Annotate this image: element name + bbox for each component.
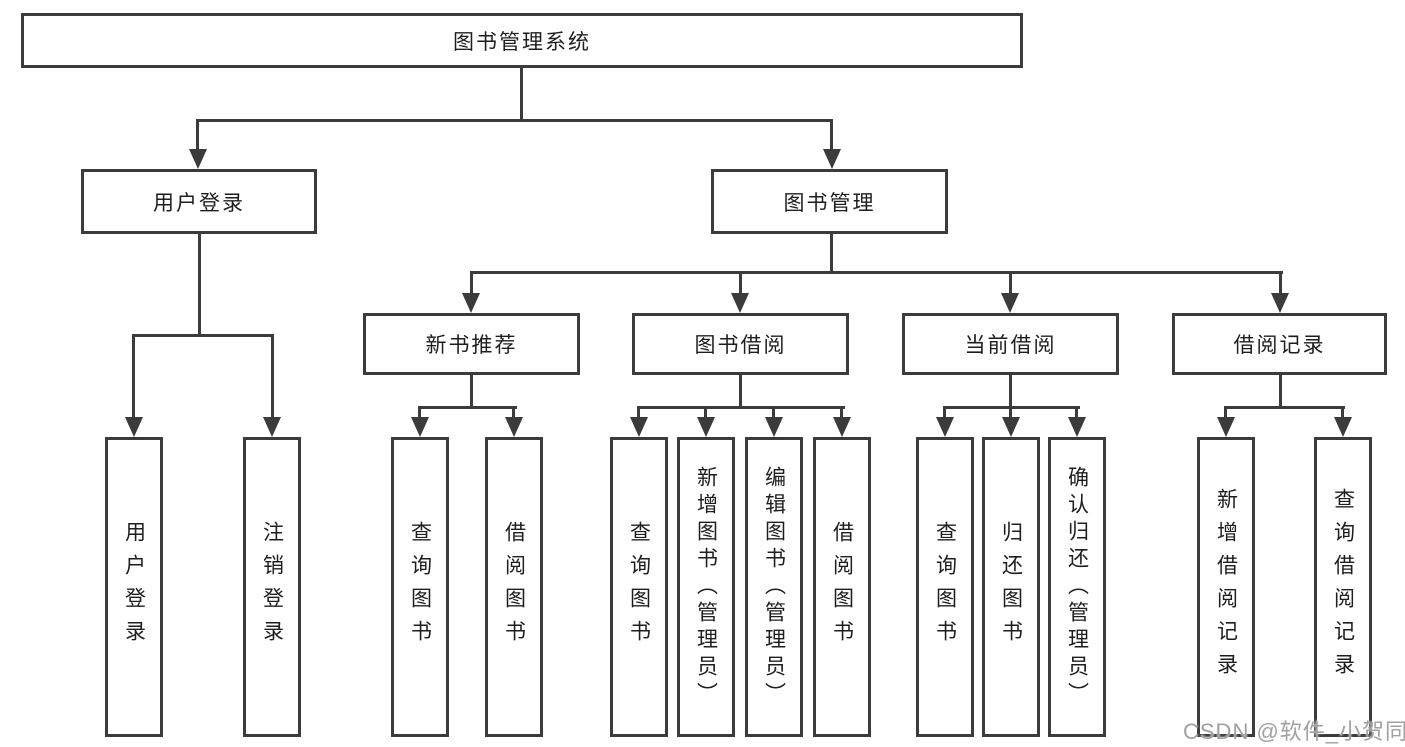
node-current-borrow: 当前借阅 xyxy=(902,313,1119,375)
leaf-records-search-record-label: 查询借阅记录 xyxy=(1331,488,1355,686)
leaf-borrow-add-book-admin-label: 新增图书（管理员） xyxy=(694,465,718,709)
arrow-to-records-search-record xyxy=(1334,417,1352,437)
connector-user-login-stem xyxy=(198,234,201,337)
connector-borrow-leaf2-shaft xyxy=(704,406,707,419)
leaf-recommend-borrow-book-label: 借阅图书 xyxy=(502,521,526,653)
connector-root-hbar xyxy=(196,119,833,122)
connector-current-leaf3-shaft xyxy=(1075,406,1078,419)
connector-book-management-shaft xyxy=(830,119,833,151)
node-root-label: 图书管理系统 xyxy=(453,30,591,54)
leaf-borrow-search-book: 查询图书 xyxy=(610,437,668,737)
node-borrow-records: 借阅记录 xyxy=(1172,313,1387,375)
leaf-user-login-label: 用户登录 xyxy=(122,521,146,653)
arrow-to-new-book-recommend xyxy=(462,293,480,313)
connector-leaf-logout-shaft xyxy=(271,334,274,419)
leaf-current-confirm-return-admin: 确认归还（管理员） xyxy=(1048,437,1106,737)
arrow-to-leaf-logout xyxy=(263,417,281,437)
connector-borrow-leaf1-shaft xyxy=(637,406,640,419)
arrow-to-book-borrow xyxy=(731,293,749,313)
connector-book-borrow-shaft xyxy=(739,271,742,295)
connector-recommend-stem xyxy=(470,375,473,409)
node-book-borrow: 图书借阅 xyxy=(632,313,849,375)
connector-records-leaf1-shaft xyxy=(1224,406,1227,419)
connector-current-leaf1-shaft xyxy=(943,406,946,419)
leaf-current-confirm-return-admin-label: 确认归还（管理员） xyxy=(1065,465,1089,709)
arrow-to-current-return-book xyxy=(1002,417,1020,437)
arrow-to-recommend-search-book xyxy=(411,417,429,437)
arrow-to-borrow-add-book xyxy=(697,417,715,437)
connector-leaf-user-login-shaft xyxy=(132,334,135,419)
leaf-current-search-book-label: 查询图书 xyxy=(933,521,957,653)
arrow-to-book-management xyxy=(823,149,841,169)
leaf-logout-label: 注销登录 xyxy=(260,521,284,653)
connector-user-login-shaft xyxy=(196,119,199,151)
arrow-to-current-confirm-return xyxy=(1068,417,1086,437)
node-new-book-recommend: 新书推荐 xyxy=(363,313,580,375)
connector-records-leaf2-shaft xyxy=(1341,406,1344,419)
leaf-user-login: 用户登录 xyxy=(105,437,163,737)
node-book-management: 图书管理 xyxy=(711,169,948,234)
arrow-to-current-search-book xyxy=(936,417,954,437)
connector-borrow-leaf4-shaft xyxy=(840,406,843,419)
leaf-recommend-borrow-book: 借阅图书 xyxy=(485,437,543,737)
connector-recommend-leaf2-shaft xyxy=(512,406,515,419)
arrow-to-user-login xyxy=(189,149,207,169)
leaf-records-search-record: 查询借阅记录 xyxy=(1314,437,1372,737)
arrow-to-borrow-edit-book xyxy=(765,417,783,437)
arrow-to-records-add-record xyxy=(1217,417,1235,437)
leaf-borrow-borrow-book: 借阅图书 xyxy=(813,437,871,737)
leaf-borrow-borrow-book-label: 借阅图书 xyxy=(830,521,854,653)
connector-recommend-hbar xyxy=(418,406,517,409)
leaf-borrow-add-book-admin: 新增图书（管理员） xyxy=(677,437,735,737)
leaf-records-add-record-label: 新增借阅记录 xyxy=(1214,488,1238,686)
arrow-to-borrow-records xyxy=(1271,293,1289,313)
node-borrow-records-label: 借阅记录 xyxy=(1233,334,1326,357)
connector-current-leaf2-shaft xyxy=(1009,406,1012,419)
leaf-current-return-book-label: 归还图书 xyxy=(999,521,1023,653)
node-book-borrow-label: 图书借阅 xyxy=(694,334,787,357)
connector-borrow-records-hbar xyxy=(1224,406,1345,409)
connector-root-stem xyxy=(520,68,523,122)
node-root: 图书管理系统 xyxy=(21,13,1023,68)
leaf-logout: 注销登录 xyxy=(243,437,301,737)
connector-user-login-hbar xyxy=(132,334,274,337)
leaf-records-add-record: 新增借阅记录 xyxy=(1197,437,1255,737)
connector-book-management-hbar xyxy=(470,271,1283,274)
leaf-recommend-search-book: 查询图书 xyxy=(391,437,449,737)
connector-book-management-stem xyxy=(830,234,833,274)
connector-current-borrow-shaft xyxy=(1009,271,1012,295)
leaf-borrow-search-book-label: 查询图书 xyxy=(627,521,651,653)
connector-recommend-leaf1-shaft xyxy=(418,406,421,419)
arrow-to-recommend-borrow-book xyxy=(505,417,523,437)
connector-borrow-records-stem xyxy=(1279,375,1282,409)
node-user-login: 用户登录 xyxy=(81,169,317,234)
connector-borrow-records-shaft xyxy=(1279,271,1282,295)
connector-borrow-leaf3-shaft xyxy=(772,406,775,419)
connector-recommend-shaft xyxy=(470,271,473,295)
leaf-recommend-search-book-label: 查询图书 xyxy=(408,521,432,653)
connector-current-borrow-stem xyxy=(1009,375,1012,409)
node-new-book-recommend-label: 新书推荐 xyxy=(425,334,518,357)
arrow-to-borrow-search-book xyxy=(630,417,648,437)
node-user-login-label: 用户登录 xyxy=(153,191,245,215)
leaf-current-search-book: 查询图书 xyxy=(916,437,974,737)
arrow-to-current-borrow xyxy=(1001,293,1019,313)
node-current-borrow-label: 当前借阅 xyxy=(964,334,1057,357)
leaf-borrow-edit-book-admin: 编辑图书（管理员） xyxy=(745,437,803,737)
node-book-management-label: 图书管理 xyxy=(783,191,876,215)
leaf-borrow-edit-book-admin-label: 编辑图书（管理员） xyxy=(762,465,786,709)
connector-book-borrow-stem xyxy=(739,375,742,409)
csdn-watermark: CSDN @软件_小贺同学 xyxy=(1183,719,1405,744)
connector-book-borrow-hbar xyxy=(637,406,845,409)
arrow-to-leaf-user-login xyxy=(125,417,143,437)
leaf-current-return-book: 归还图书 xyxy=(982,437,1040,737)
arrow-to-borrow-borrow-book xyxy=(833,417,851,437)
